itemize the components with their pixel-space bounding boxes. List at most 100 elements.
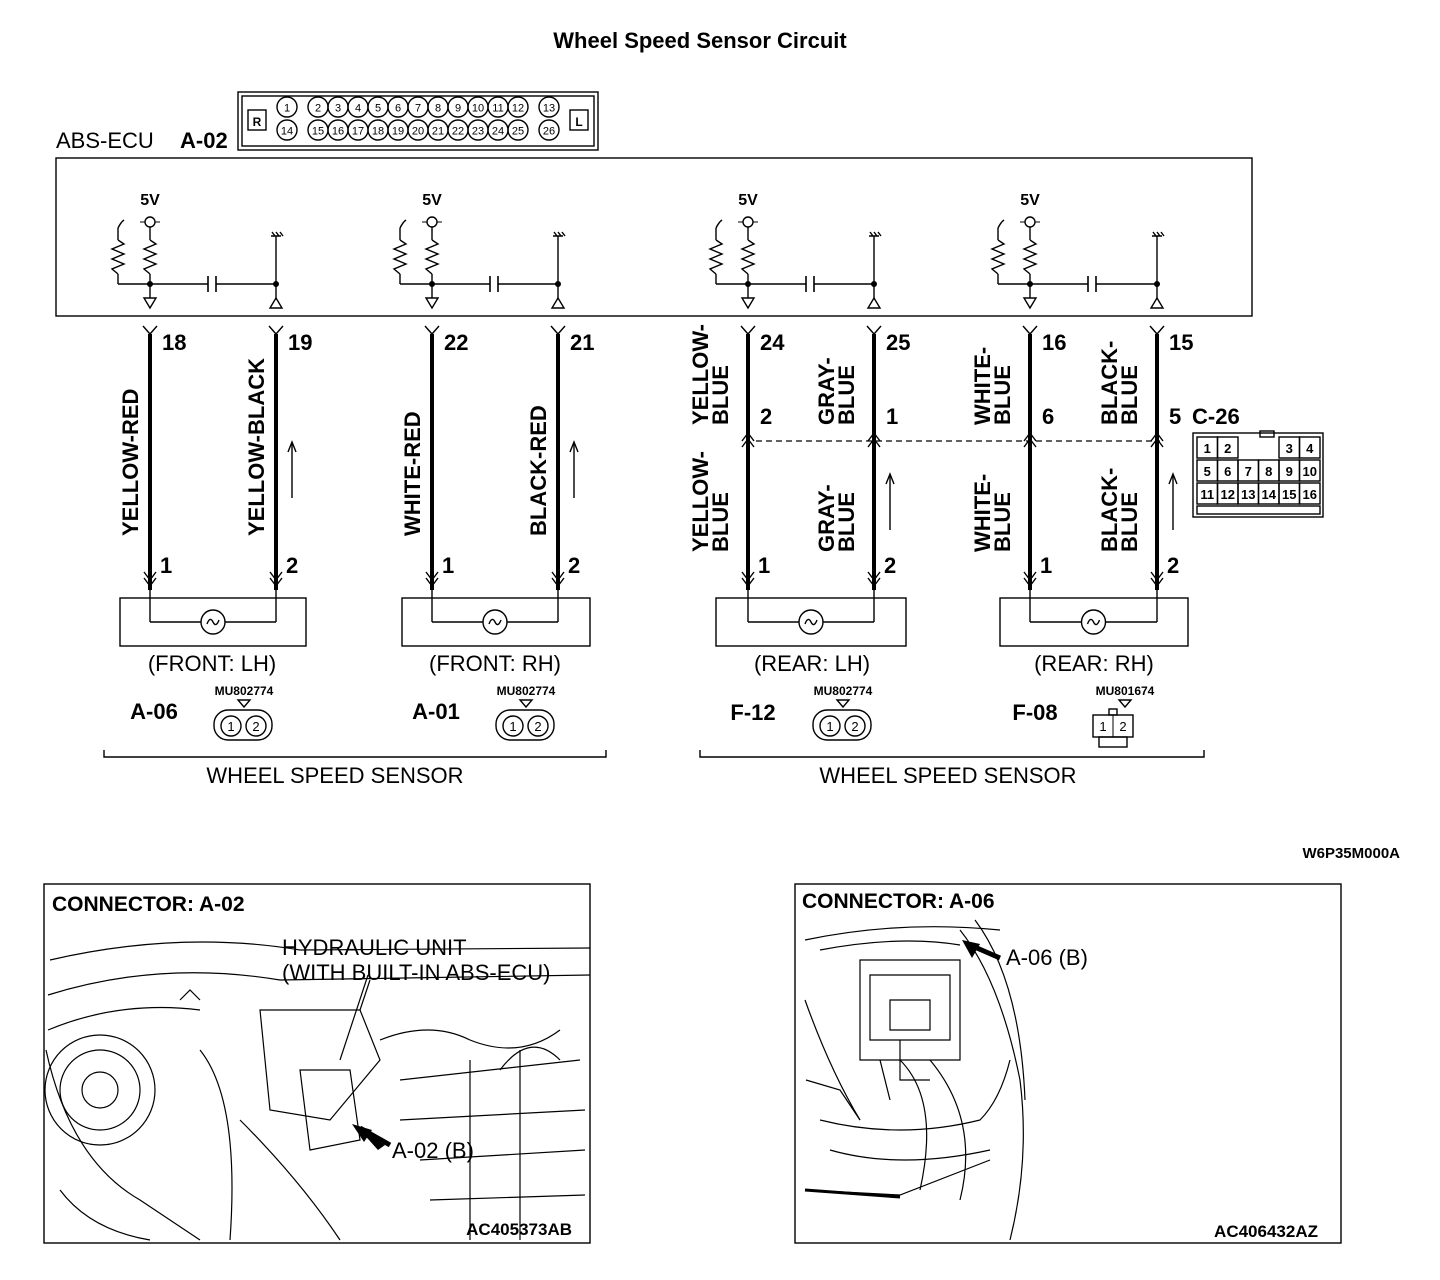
svg-text:13: 13 [1241,487,1255,502]
panel-a02-label-2: (WITH BUILT-IN ABS-ECU) [282,960,551,985]
c26-pin: 13 [1237,482,1260,505]
c26-pin: 11 [1196,482,1219,505]
svg-text:2: 2 [851,719,858,734]
svg-text:1: 1 [1099,719,1106,734]
page-title: Wheel Speed Sensor Circuit [553,28,847,53]
svg-text:17: 17 [352,126,364,138]
sensor-pin-number: 1 [160,553,172,578]
ecu-pin: 24 [487,119,509,141]
c26-pin: 1 [1196,436,1219,459]
svg-text:5: 5 [1204,464,1211,479]
sensor-position-label: (REAR: RH) [1034,651,1154,676]
sensor-part-number: MU801674 [1096,684,1155,698]
ecu-pin: 15 [307,119,329,141]
ecu-pin: 8 [427,96,449,118]
ecu-pin: 23 [467,119,489,141]
junction-pin-number: 2 [760,404,772,429]
sensor-connector-id: A-01 [412,699,460,724]
wire-color-upper: BLUE [834,365,859,425]
wire-color-upper: BLUE [708,365,733,425]
panel-connector-a06 [794,883,1342,1244]
ecu-pin: 19 [387,119,409,141]
svg-text:15: 15 [1282,487,1296,502]
c26-pin: 16 [1298,482,1321,505]
c26-pin: 6 [1216,459,1239,482]
sensor-position-label: (REAR: LH) [754,651,870,676]
group-label-rear: WHEEL SPEED SENSOR [819,763,1076,788]
svg-text:2: 2 [315,103,321,115]
junction-pin-number: 5 [1169,404,1181,429]
ecu-pin: 2 [307,96,329,118]
svg-text:6: 6 [1224,464,1231,479]
svg-text:6: 6 [395,103,401,115]
svg-text:2: 2 [252,719,259,734]
c26-pin: 9 [1278,459,1301,482]
sensor-box [999,590,1189,647]
svg-text:14: 14 [281,126,293,138]
wire-color-lower: GRAY- [814,484,839,552]
wire-color-upper: BLUE [1117,365,1142,425]
ecu-pin: 17 [347,119,369,141]
svg-text:8: 8 [1265,464,1272,479]
sensor-box [119,590,307,647]
svg-text:8: 8 [435,103,441,115]
ecu-side-left: R [253,115,262,129]
ecu-pin: 11 [487,96,509,118]
svg-text:11: 11 [492,103,503,115]
panel-a02-callout: A-02 (B) [392,1138,474,1163]
wire-color-lower: BLUE [708,492,733,552]
svg-text:12: 12 [1221,487,1235,502]
wire-color-lower: BLUE [990,492,1015,552]
ecu-box [55,157,1253,317]
svg-text:4: 4 [1306,441,1314,456]
ecu-pin: 16 [327,119,349,141]
panel-connector-a02 [43,883,591,1244]
ecu-pin: 18 [367,119,389,141]
svg-text:21: 21 [432,126,444,138]
c26-pin: 5 [1196,459,1219,482]
ecu-pin: 21 [427,119,449,141]
ecu-pin: 9 [447,96,469,118]
panel-a06-code: AC406432AZ [1214,1222,1318,1241]
sensor-box [401,590,591,647]
sensor-connector-id: F-12 [730,700,775,725]
sensor-box [715,590,907,647]
ecu-pin: 26 [538,119,560,141]
sensor-pin-number: 1 [758,553,770,578]
wire-color-lower: BLUE [834,492,859,552]
ecu-pin: 1 [276,96,298,118]
svg-text:2: 2 [534,719,541,734]
svg-text:19: 19 [392,126,404,138]
svg-text:12: 12 [512,103,524,115]
svg-text:4: 4 [355,103,361,115]
svg-text:10: 10 [472,103,484,115]
sensor-pin-number: 2 [568,553,580,578]
wire-color-lower: YELLOW- [688,451,713,552]
sensor-circuit: 1611526BLUEWHITE-BLUEWHITE-5BLUEBLACK-BL… [970,325,1193,748]
wire-color-upper: BLACK- [1097,341,1122,425]
svg-text:9: 9 [455,103,461,115]
svg-text:1: 1 [826,719,833,734]
group-brace-rear [699,750,1205,758]
ecu-pin: 10 [467,96,489,118]
ecu-pin: 25 [507,119,529,141]
sensor-part-number: MU802774 [497,684,556,698]
svg-text:23: 23 [472,126,484,138]
junction-connector-id: C-26 [1192,404,1240,429]
sensor-pin-number: 2 [1167,553,1179,578]
c26-pin: 10 [1298,459,1321,482]
supply-label: 5V [422,192,442,209]
svg-text:3: 3 [335,103,341,115]
supply-label: 5V [140,192,160,209]
svg-text:16: 16 [332,126,344,138]
supply-label: 5V [1020,192,1040,209]
wire-color-upper: WHITE- [970,347,995,425]
svg-text:1: 1 [1204,441,1211,456]
